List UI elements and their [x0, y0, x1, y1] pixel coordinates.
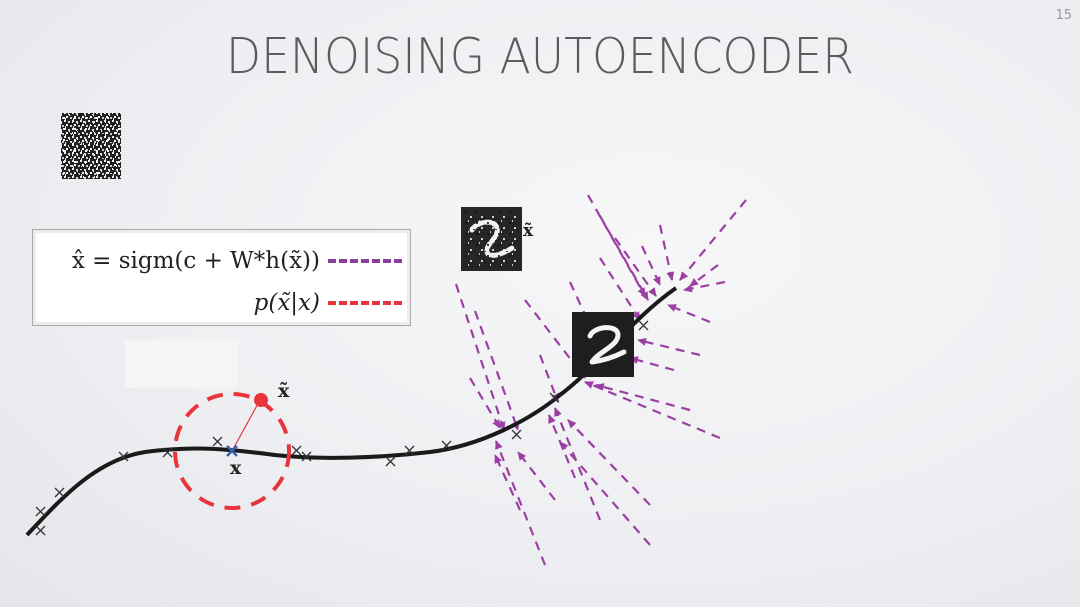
corruption-swatch — [328, 301, 402, 305]
blank-panel — [125, 340, 238, 388]
slide-number: 15 — [1055, 8, 1072, 23]
digit-label: x̃ — [523, 221, 534, 241]
legend-reconstruction-row: x̂ = sigm(c + W*h(x̃)) — [72, 244, 402, 278]
slide-title: DENOISING AUTOENCODER — [226, 28, 854, 85]
corrupted-digit-image — [461, 207, 522, 271]
corrupted-point — [254, 393, 268, 407]
legend-box: x̂ = sigm(c + W*h(x̃)) p(x̃|x) — [32, 229, 411, 326]
corruption-line — [231, 399, 261, 452]
clean-point-label: x — [230, 457, 242, 479]
legend-corruption-row: p(x̃|x) — [254, 286, 402, 320]
clean-digit-image — [572, 312, 634, 377]
clean-point — [226, 445, 238, 457]
corruption-formula: p(x̃|x) — [253, 290, 320, 316]
training-samples — [35, 320, 649, 536]
reconstruction-swatch — [328, 259, 402, 263]
corruption-circle — [173, 392, 291, 510]
reconstruction-formula: x̂ = sigm(c + W*h(x̃)) — [71, 248, 320, 274]
data-manifold-curve — [25, 286, 678, 537]
noise-image — [61, 113, 121, 179]
reconstruction-arrows-right — [587, 194, 747, 372]
corrupted-point-label: x̃ — [278, 380, 290, 402]
